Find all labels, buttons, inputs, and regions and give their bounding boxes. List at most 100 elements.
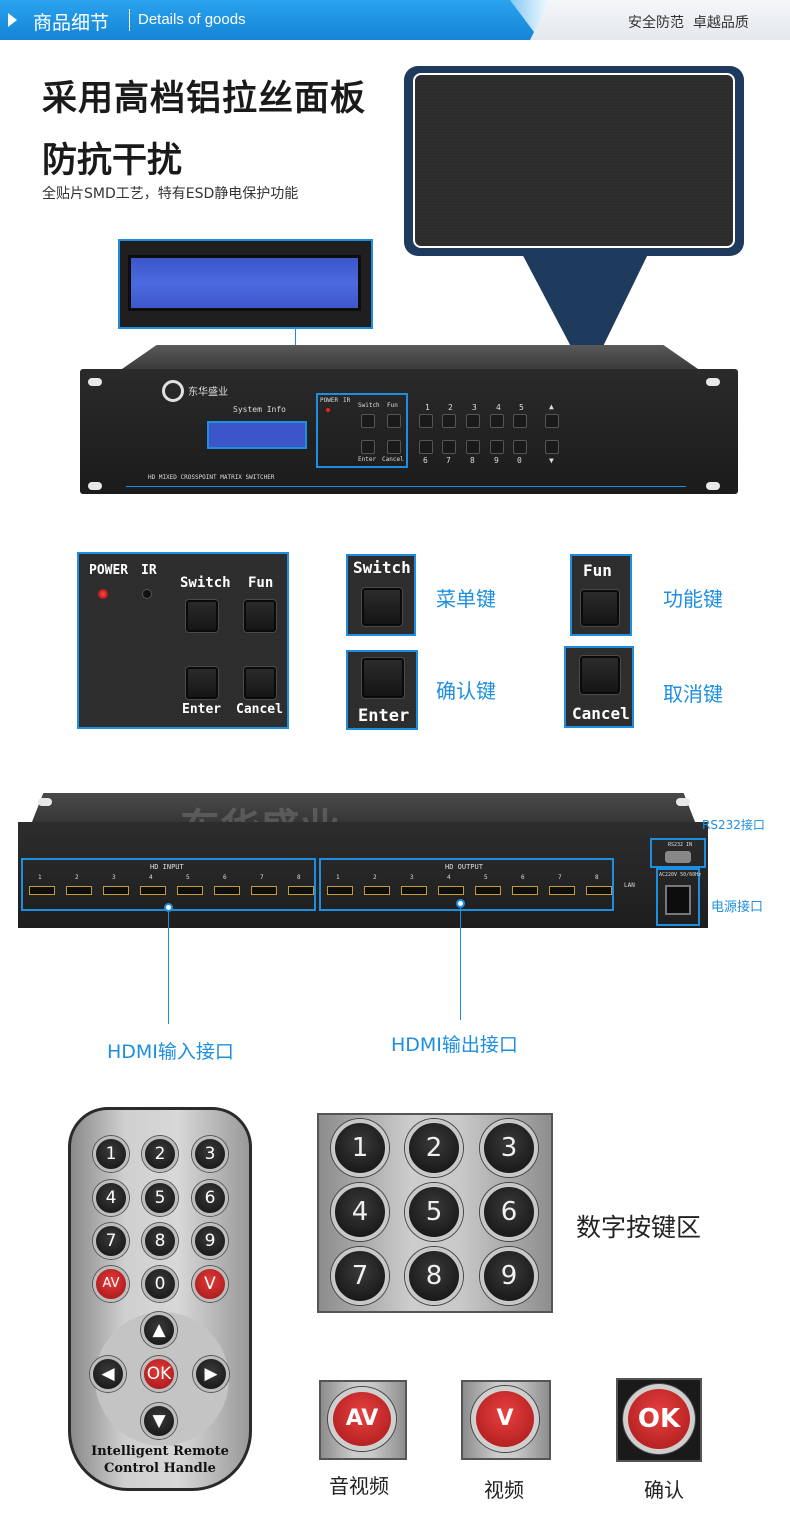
key-label: 6 [423,456,428,465]
fun-button[interactable] [581,590,619,626]
numpad-key-5[interactable]: 5 [405,1183,463,1241]
hd-output-title: HD OUTPUT [445,863,483,871]
remote-key-4[interactable]: 4 [93,1180,129,1216]
hdmi-in-port-8[interactable] [288,886,314,895]
ir-label: IR [343,397,351,404]
cancel-button[interactable] [580,656,620,694]
rack-hole [88,482,102,490]
enter-button[interactable] [362,658,404,698]
model-label: HD MIXED CROSSPOINT MATRIX SWITCHER [148,474,275,481]
rack-hole [88,378,102,386]
port-number: 4 [447,874,451,881]
left-button[interactable]: ◀ [90,1356,126,1392]
hdmi-out-port-5[interactable] [475,886,501,895]
key-0-button[interactable] [513,440,527,454]
hdmi-in-port-3[interactable] [103,886,129,895]
key-3-button[interactable] [466,414,480,428]
numpad-key-2[interactable]: 2 [405,1119,463,1177]
hdmi-in-port-7[interactable] [251,886,277,895]
enter-button[interactable] [361,440,375,454]
numpad-key-8[interactable]: 8 [405,1247,463,1305]
header-light-band [530,0,790,40]
key-9-button[interactable] [490,440,504,454]
header-blue-band [0,0,540,40]
enter-label: Enter [358,706,410,726]
key-label: 3 [472,403,477,412]
switch-label: Switch [358,402,380,409]
numpad-key-7[interactable]: 7 [331,1247,389,1305]
key-label: 8 [470,456,475,465]
enter-label: Enter [358,456,377,463]
key-5-button[interactable] [513,414,527,428]
power-led-icon [326,408,330,412]
key-7-button[interactable] [442,440,456,454]
numpad-key-9[interactable]: 9 [480,1247,538,1305]
numpad-key-4[interactable]: 4 [331,1183,389,1241]
menu-key-label: 菜单键 [436,587,496,611]
key-2-button[interactable] [442,414,456,428]
hdmi-out-port-4[interactable] [438,886,464,895]
port-number: 4 [149,874,153,881]
hdmi-in-port-2[interactable] [66,886,92,895]
switch-button[interactable] [361,414,375,428]
remote-key-6[interactable]: 6 [192,1180,228,1216]
hdmi-in-port-4[interactable] [140,886,166,895]
ok-button[interactable]: OK [141,1356,177,1392]
brand-name: 东华盛业 [188,387,228,398]
port-number: 6 [521,874,525,881]
key-label: 9 [494,456,499,465]
remote-key-av[interactable]: AV [93,1266,129,1302]
hdmi-in-port-1[interactable] [29,886,55,895]
v-button[interactable]: V [471,1386,539,1452]
hdmi-out-port-8[interactable] [586,886,612,895]
rs232-label: RS232接口 [702,818,765,832]
numpad-key-3[interactable]: 3 [480,1119,538,1177]
remote-key-8[interactable]: 8 [142,1223,178,1259]
power-label: POWER [89,563,129,578]
right-button[interactable]: ▶ [193,1356,229,1392]
function-key-label: 功能键 [663,587,723,611]
hdmi-in-port-5[interactable] [177,886,203,895]
remote-key-v[interactable]: V [192,1266,228,1302]
remote-key-1[interactable]: 1 [93,1136,129,1172]
remote-key-5[interactable]: 5 [142,1180,178,1216]
remote-key-7[interactable]: 7 [93,1223,129,1259]
numpad-key-1[interactable]: 1 [331,1119,389,1177]
hdmi-in-port-6[interactable] [214,886,240,895]
up-button[interactable] [545,414,559,428]
down-button[interactable]: ▼ [141,1403,177,1439]
av-caption: 音视频 [329,1474,389,1498]
fun-label: Fun [583,561,612,580]
hdmi-out-port-3[interactable] [401,886,427,895]
down-button[interactable] [545,440,559,454]
front-accent-strip [126,486,686,487]
numpad-key-6[interactable]: 6 [480,1183,538,1241]
hdmi-out-port-1[interactable] [327,886,353,895]
enter-button[interactable] [186,667,218,699]
key-8-button[interactable] [466,440,480,454]
fun-button[interactable] [387,414,401,428]
cancel-button[interactable] [244,667,276,699]
key-4-button[interactable] [490,414,504,428]
up-button[interactable]: ▲ [141,1312,177,1348]
cancel-button[interactable] [387,440,401,454]
switch-button[interactable] [362,588,402,626]
key-label: 0 [517,456,522,465]
callout-dot [456,899,465,908]
av-button[interactable]: AV [328,1387,396,1451]
key-6-button[interactable] [419,440,433,454]
remote-key-3[interactable]: 3 [192,1136,228,1172]
remote-key-9[interactable]: 9 [192,1223,228,1259]
ok-button[interactable]: OK [623,1384,695,1454]
remote-key-0[interactable]: 0 [142,1266,178,1302]
brushed-aluminum-texture [413,73,735,248]
hdmi-out-port-6[interactable] [512,886,538,895]
hdmi-out-port-2[interactable] [364,886,390,895]
v-caption: 视频 [484,1478,524,1502]
fun-button[interactable] [244,600,276,632]
remote-key-2[interactable]: 2 [142,1136,178,1172]
hdmi-out-port-7[interactable] [549,886,575,895]
key-1-button[interactable] [419,414,433,428]
switch-button[interactable] [186,600,218,632]
port-number: 7 [558,874,562,881]
